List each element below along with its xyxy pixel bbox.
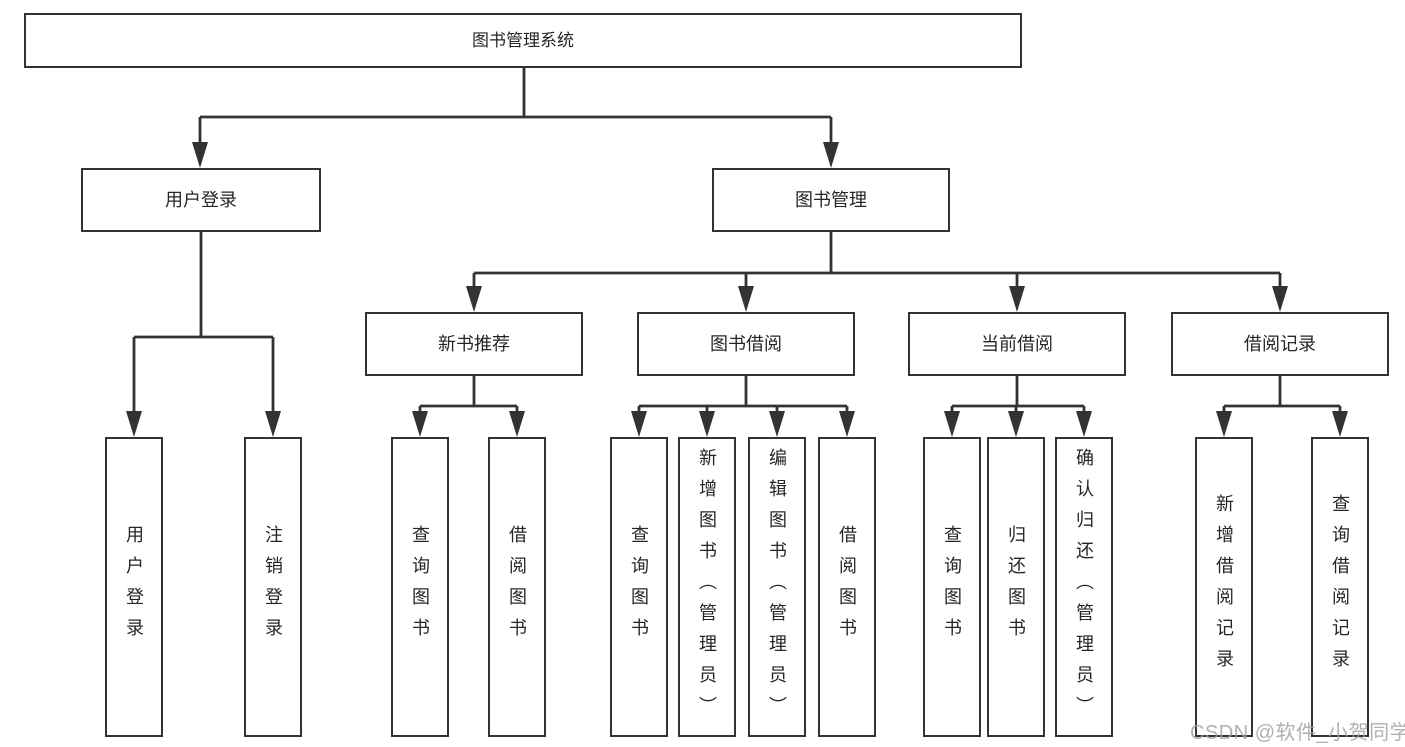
leaf-label: 编辑图书（管理员） bbox=[767, 447, 787, 727]
leaf-label: 借阅图书 bbox=[507, 525, 527, 649]
arrow-down-icon bbox=[192, 142, 208, 168]
csdn-watermark: CSDN @软件_小贺同学 bbox=[1190, 722, 1405, 744]
leaf-query-borrow-record: 查询借阅记录 bbox=[1311, 437, 1369, 737]
node-borrow-records: 借阅记录 bbox=[1171, 312, 1389, 376]
arrow-down-icon bbox=[1076, 411, 1092, 437]
node-new-book-recommend: 新书推荐 bbox=[365, 312, 583, 376]
arrow-down-icon bbox=[738, 286, 754, 312]
leaf-user-login: 用户登录 bbox=[105, 437, 163, 737]
leaf-label: 查询图书 bbox=[410, 525, 430, 649]
leaf-label: 查询图书 bbox=[629, 525, 649, 649]
node-current-borrow: 当前借阅 bbox=[908, 312, 1126, 376]
connector-lines bbox=[132, 68, 1342, 415]
leaf-label: 用户登录 bbox=[124, 525, 144, 649]
arrow-down-icon bbox=[631, 411, 647, 437]
arrow-down-icon bbox=[1332, 411, 1348, 437]
leaf-label: 借阅图书 bbox=[837, 525, 857, 649]
node-book-borrow: 图书借阅 bbox=[637, 312, 855, 376]
arrow-down-icon bbox=[509, 411, 525, 437]
leaf-add-borrow-record: 新增借阅记录 bbox=[1195, 437, 1253, 737]
node-library-management-system: 图书管理系统 bbox=[24, 13, 1022, 68]
leaf-query-books-borrow: 查询图书 bbox=[610, 437, 668, 737]
leaf-borrow-books: 借阅图书 bbox=[818, 437, 876, 737]
leaf-label: 确认归还（管理员） bbox=[1074, 447, 1094, 727]
arrow-down-icon bbox=[126, 411, 142, 437]
leaf-label: 新增图书（管理员） bbox=[697, 447, 717, 727]
arrow-down-icon bbox=[1008, 411, 1024, 437]
arrow-down-icon bbox=[823, 142, 839, 168]
arrow-down-icon bbox=[699, 411, 715, 437]
arrow-down-icon bbox=[466, 286, 482, 312]
leaf-edit-books-admin: 编辑图书（管理员） bbox=[748, 437, 806, 737]
leaf-query-books-current: 查询图书 bbox=[923, 437, 981, 737]
arrow-down-icon bbox=[1216, 411, 1232, 437]
leaf-label: 查询借阅记录 bbox=[1330, 494, 1350, 680]
leaf-logout: 注销登录 bbox=[244, 437, 302, 737]
leaf-confirm-return-admin: 确认归还（管理员） bbox=[1055, 437, 1113, 737]
arrow-down-icon bbox=[1009, 286, 1025, 312]
arrow-down-icon bbox=[944, 411, 960, 437]
leaf-label: 查询图书 bbox=[942, 525, 962, 649]
node-user-login: 用户登录 bbox=[81, 168, 321, 232]
leaf-add-books-admin: 新增图书（管理员） bbox=[678, 437, 736, 737]
arrow-down-icon bbox=[769, 411, 785, 437]
leaf-label: 归还图书 bbox=[1006, 525, 1026, 649]
arrow-down-icon bbox=[412, 411, 428, 437]
arrow-down-icon bbox=[265, 411, 281, 437]
leaf-label: 新增借阅记录 bbox=[1214, 494, 1234, 680]
leaf-label: 注销登录 bbox=[263, 525, 283, 649]
leaf-borrow-books-recommend: 借阅图书 bbox=[488, 437, 546, 737]
arrowheads bbox=[126, 142, 1348, 437]
node-book-management: 图书管理 bbox=[712, 168, 950, 232]
leaf-return-books: 归还图书 bbox=[987, 437, 1045, 737]
arrow-down-icon bbox=[1272, 286, 1288, 312]
arrow-down-icon bbox=[839, 411, 855, 437]
leaf-query-books-recommend: 查询图书 bbox=[391, 437, 449, 737]
